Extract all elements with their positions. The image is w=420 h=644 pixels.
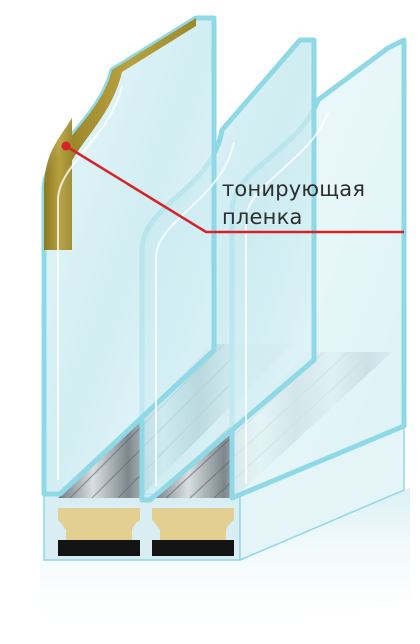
callout-label-line-2: пленка (222, 204, 303, 230)
sealant-profile-right (152, 508, 234, 556)
callout-label-line-1: тонирующая (222, 176, 365, 202)
sealant-profile-left (58, 508, 140, 556)
